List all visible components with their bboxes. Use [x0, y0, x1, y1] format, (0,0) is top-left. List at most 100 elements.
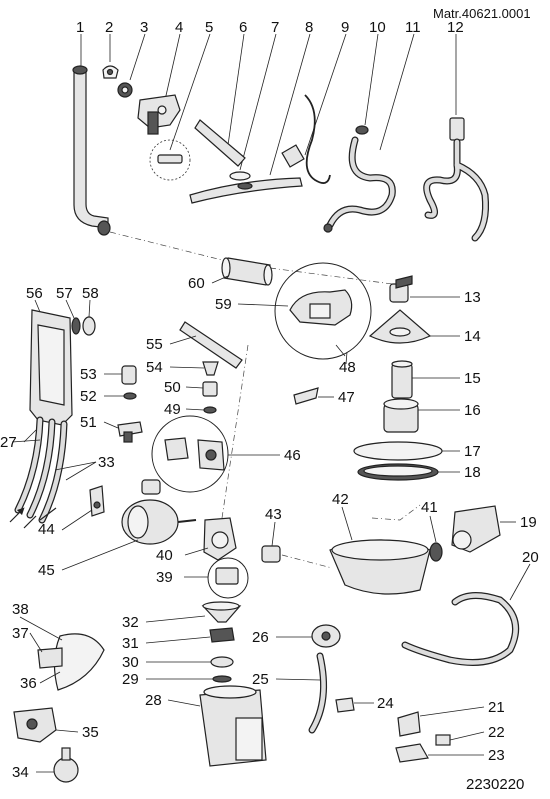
label-52: 52: [80, 388, 97, 405]
part-43-sleeve: [261, 545, 281, 563]
label-49: 49: [164, 401, 181, 418]
label-37: 37: [12, 625, 29, 642]
part-16-micro-filter: [383, 398, 419, 433]
part-42-sump: [329, 539, 431, 595]
part-10-grommet: [355, 125, 369, 135]
part-6-spray-arm-small: [194, 119, 246, 167]
label-42: 42: [332, 491, 349, 508]
label-24: 24: [377, 695, 394, 712]
part-31-cap: [209, 627, 235, 643]
label-56: 56: [26, 285, 43, 302]
part-28-salt-container: [199, 685, 267, 767]
label-32: 32: [122, 614, 139, 631]
label-31: 31: [122, 635, 139, 652]
label-16: 16: [464, 402, 481, 419]
label-58: 58: [82, 285, 99, 302]
part-3-valve: [117, 82, 133, 98]
part-29-washer: [212, 675, 232, 683]
part-47-clip: [293, 387, 319, 405]
part-25-hose: [308, 652, 328, 734]
label-9: 9: [341, 19, 350, 36]
label-13: 13: [464, 289, 481, 306]
label-26: 26: [252, 629, 269, 646]
label-53: 53: [80, 366, 97, 383]
label-36: 36: [20, 675, 37, 692]
label-38: 38: [12, 601, 29, 618]
label-15: 15: [464, 370, 481, 387]
label-54: 54: [146, 359, 163, 376]
label-40: 40: [156, 547, 173, 564]
label-30: 30: [122, 654, 139, 671]
part-8-spray-arm-lower: [189, 177, 303, 204]
label-27: 27: [0, 434, 17, 451]
part-12-inlet-hose: [423, 117, 489, 242]
part-35-inlet-valve: [13, 707, 57, 743]
label-10: 10: [369, 19, 386, 36]
part-51-fitting: [117, 421, 143, 443]
label-46: 46: [284, 447, 301, 464]
label-39: 39: [156, 569, 173, 586]
part-52-o-ring: [123, 392, 137, 400]
part-15-cylinder-filter: [391, 360, 413, 399]
label-3: 3: [140, 19, 149, 36]
part-4-bracket: [137, 94, 181, 135]
part-1-drain-pipe: [72, 65, 111, 236]
label-60: 60: [188, 275, 205, 292]
label-23: 23: [488, 747, 505, 764]
part-41-o-ring: [429, 542, 443, 562]
part-49-washer: [203, 406, 217, 414]
part-24-clip: [335, 697, 355, 713]
label-14: 14: [464, 328, 481, 345]
matr-code: Matr.40621.0001: [433, 6, 531, 21]
label-57: 57: [56, 285, 73, 302]
part-32-funnel: [201, 601, 242, 623]
label-29: 29: [122, 671, 139, 688]
label-28: 28: [145, 692, 162, 709]
part-2-clip: [102, 65, 119, 79]
part-5-filter: [149, 139, 191, 181]
label-21: 21: [488, 699, 505, 716]
label-43: 43: [265, 506, 282, 523]
label-51: 51: [80, 414, 97, 431]
label-22: 22: [488, 724, 505, 741]
part-17-ring: [353, 441, 443, 461]
label-35: 35: [82, 724, 99, 741]
part-56-water-tank: [29, 309, 73, 426]
part-13-cap: [389, 275, 413, 303]
part-22-micro-switch: [435, 734, 451, 746]
label-55: 55: [146, 336, 163, 353]
label-59: 59: [215, 296, 232, 313]
label-7: 7: [271, 19, 280, 36]
part-11-hose: [323, 136, 396, 233]
part-20-drain-hose: [401, 592, 520, 666]
part-58-nut: [82, 316, 96, 336]
label-8: 8: [305, 19, 314, 36]
label-12: 12: [447, 19, 464, 36]
part-53-cap: [121, 365, 137, 385]
label-11: 11: [405, 19, 421, 36]
part-7-ring: [229, 171, 251, 181]
part-21-bracket: [397, 711, 421, 737]
label-4: 4: [175, 19, 184, 36]
part-39-detail: [207, 557, 249, 599]
part-37-pressure-switch: [37, 647, 63, 669]
part-50-hub: [202, 381, 218, 397]
label-19: 19: [520, 514, 537, 531]
label-2: 2: [105, 19, 114, 36]
label-50: 50: [164, 379, 181, 396]
label-17: 17: [464, 443, 481, 460]
label-1: 1: [76, 19, 85, 36]
part-18-seal: [357, 463, 439, 481]
label-41: 41: [421, 499, 438, 516]
label-20: 20: [522, 549, 539, 566]
top-leader-lines: [80, 33, 457, 176]
part-14-triangle-filter: [368, 309, 432, 344]
label-34: 34: [12, 764, 29, 781]
part-33-tubes: [14, 416, 68, 524]
label-18: 18: [464, 464, 481, 481]
part-60-hose-sleeve: [221, 257, 273, 286]
part-54-nut: [202, 361, 219, 376]
part-46-valve-detail: [151, 415, 229, 493]
drawing-code: 2230220: [466, 776, 525, 793]
